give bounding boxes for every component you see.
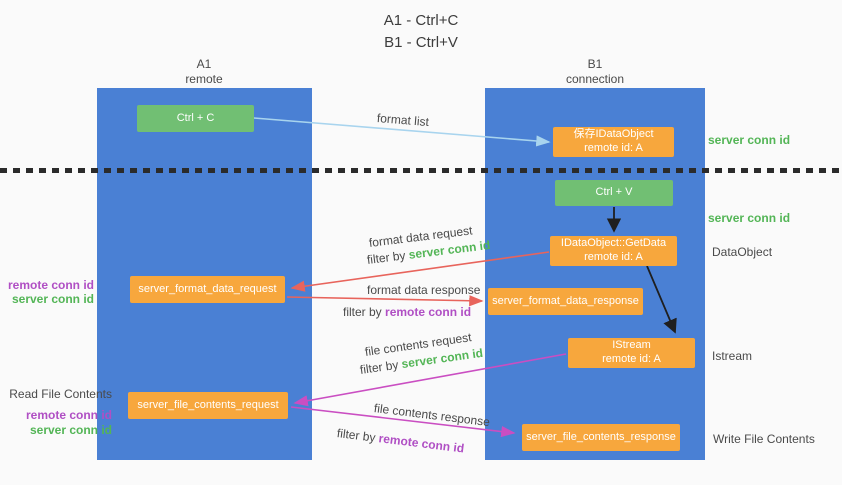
node-ctrl-v: Ctrl + V: [555, 180, 673, 206]
edge-label-file-contents-response-filter: filter by remote conn id: [336, 426, 465, 456]
annotation-server-conn-id-top: server conn id: [708, 133, 791, 147]
filter-id-remote-conn: remote conn id: [385, 305, 472, 319]
column-header-a1: A1 remote: [144, 57, 264, 87]
node-getdata-line2: remote id: A: [584, 251, 643, 263]
column-a1-subtitle: remote: [185, 72, 223, 86]
annotation-file-server-conn-id: server conn id: [29, 422, 112, 437]
node-istream-line1: IStream: [612, 339, 651, 352]
edge-label-format-data-response: format data response: [367, 283, 481, 297]
node-server-format-data-request-label: server_format_data_request: [138, 282, 277, 295]
arrow-format-data-response: [286, 295, 484, 307]
annotation-write-file-contents: Write File Contents: [713, 432, 815, 446]
annotation-istream: Istream: [712, 349, 753, 363]
annotation-format-remote-conn-id: remote conn id: [7, 278, 94, 292]
annotation-server-conn-id-mid: server conn id: [708, 211, 791, 225]
node-ctrl-v-label: Ctrl + V: [595, 186, 633, 199]
edge-label-file-contents-response: file contents response: [373, 401, 491, 430]
column-a1-name: A1: [196, 57, 212, 71]
column-b1-name: B1: [587, 57, 603, 71]
edge-label-format-list: format list: [376, 111, 430, 130]
annotation-file-remote-conn-id: remote conn id: [25, 408, 112, 423]
node-ctrl-c-label: Ctrl + C: [176, 111, 215, 124]
diagram-title-line1: A1 - Ctrl+C: [383, 12, 459, 29]
node-server-file-contents-response-label: server_file_contents_response: [526, 430, 676, 443]
node-server-format-data-request: server_format_data_request: [130, 276, 285, 303]
diagram-title: A1 - Ctrl+C B1 - Ctrl+V: [0, 10, 842, 54]
edge-label-format-data-response-filter: filter by remote conn id: [343, 305, 471, 319]
node-save-idataobject: 保存IDataObject remote id: A: [553, 127, 674, 157]
node-save-idataobject-line2: remote id: A: [584, 142, 643, 154]
filter-prefix: filter by: [366, 248, 407, 267]
filter-id-remote-conn: remote conn id: [377, 431, 465, 456]
node-server-file-contents-request-label: server_file_contents_request: [137, 398, 279, 411]
node-istream-line2: remote id: A: [602, 353, 661, 365]
column-header-b1: B1 connection: [535, 57, 655, 87]
filter-prefix: filter by: [343, 305, 382, 319]
annotation-read-file-contents-block: Read File Contents remote conn id server…: [0, 387, 112, 437]
node-server-file-contents-response: server_file_contents_response: [522, 424, 680, 451]
node-istream: IStream remote id: A: [568, 338, 695, 368]
annotation-format-conn-ids: remote conn id server conn id: [0, 278, 94, 307]
node-server-file-contents-request: server_file_contents_request: [128, 392, 288, 419]
node-getdata-line1: IDataObject::GetData: [560, 237, 667, 250]
filter-prefix: filter by: [359, 357, 400, 377]
annotation-read-file-contents: Read File Contents: [9, 387, 112, 401]
filter-prefix: filter by: [336, 426, 377, 445]
session-divider: [0, 168, 842, 173]
node-server-format-data-response-label: server_format_data_response: [492, 294, 639, 307]
annotation-dataobject: DataObject: [712, 245, 773, 259]
diagram-title-line2: B1 - Ctrl+V: [384, 33, 458, 51]
annotation-format-server-conn-id: server conn id: [11, 292, 94, 307]
column-b1-subtitle: connection: [565, 72, 625, 86]
node-getdata: IDataObject::GetData remote id: A: [550, 236, 677, 266]
node-server-format-data-response: server_format_data_response: [488, 288, 643, 315]
node-ctrl-c: Ctrl + C: [137, 105, 254, 132]
node-save-idataobject-line1: 保存IDataObject: [573, 128, 654, 141]
